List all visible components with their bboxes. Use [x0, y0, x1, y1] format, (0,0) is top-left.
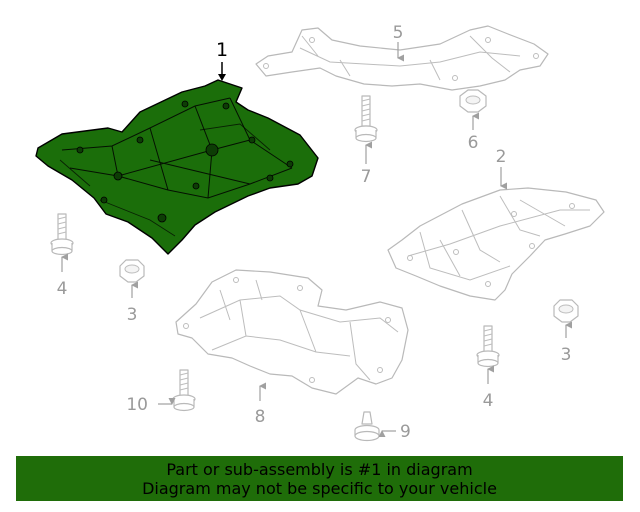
callout-5[interactable]: 5: [393, 23, 404, 43]
part-1-arrowhead: [218, 74, 226, 81]
part-8-under-cover-center[interactable]: [175, 269, 409, 395]
part-4-bolt-left[interactable]: [50, 213, 74, 256]
callout-4a[interactable]: 4: [57, 279, 68, 299]
callout-10[interactable]: 10: [126, 395, 148, 415]
part-4-bolt-right[interactable]: [476, 325, 500, 368]
callout-1[interactable]: 1: [216, 39, 228, 61]
parts-diagram: 1 5 7 6 2: [35, 23, 605, 442]
part-3-nut-left[interactable]: [119, 259, 145, 283]
part-9-clip[interactable]: [354, 411, 380, 442]
callout-7[interactable]: 7: [361, 167, 372, 187]
part-7-bolt[interactable]: [354, 95, 378, 143]
part-10-bolt[interactable]: [172, 369, 196, 412]
part-1-engine-under-cover[interactable]: [35, 79, 319, 255]
callout-9[interactable]: 9: [400, 422, 411, 442]
info-banner: Part or sub-assembly is #1 in diagram Di…: [16, 456, 623, 501]
part-3-nut-right[interactable]: [553, 299, 579, 323]
callout-8[interactable]: 8: [255, 407, 266, 427]
banner-line-1: Part or sub-assembly is #1 in diagram: [166, 460, 473, 479]
part-6-nut[interactable]: [459, 89, 487, 113]
callout-2[interactable]: 2: [496, 147, 507, 167]
callout-6[interactable]: 6: [468, 133, 479, 153]
callout-3a[interactable]: 3: [127, 305, 138, 325]
part-2-under-cover-rear[interactable]: [387, 187, 605, 301]
callout-4b[interactable]: 4: [483, 391, 494, 411]
callout-3c[interactable]: 3: [561, 345, 572, 365]
banner-line-2: Diagram may not be specific to your vehi…: [142, 479, 497, 498]
